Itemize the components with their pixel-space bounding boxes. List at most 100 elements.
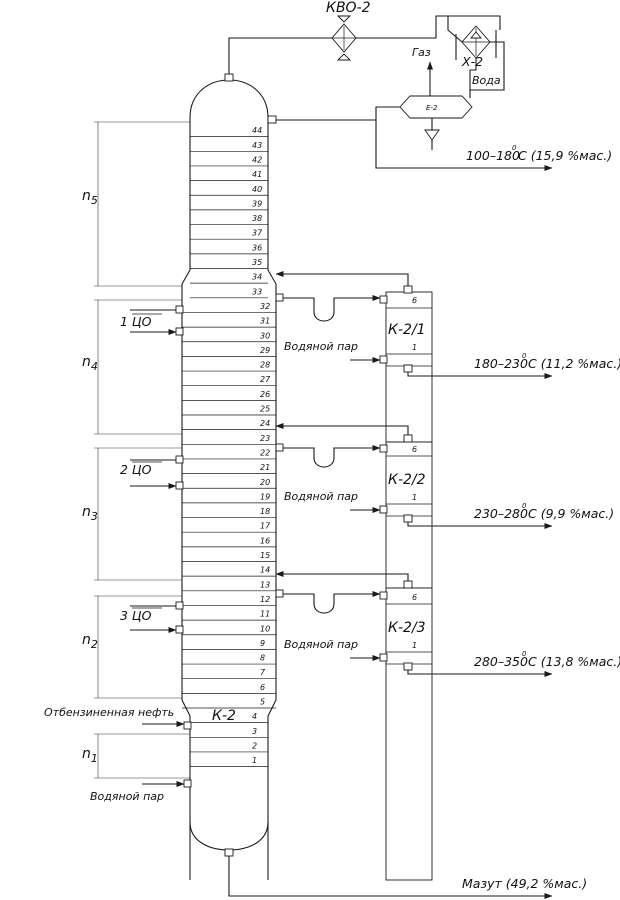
product-3-degree: 0 (522, 650, 527, 658)
tray-number: 19 (260, 492, 270, 501)
product-1-degree: 0 (522, 352, 527, 360)
tray-number: 44 (252, 126, 262, 135)
product-3-range: 280–350 (474, 654, 528, 669)
pumparounds (130, 305, 184, 634)
section-n3-sub: 3 (91, 510, 98, 523)
product-2-unit: С (9,9 %мас.) (528, 506, 614, 521)
feed-label: Отбензиненная нефть (44, 706, 174, 719)
top-product-label: 100–180 0 С (15,9 %мас.) (466, 144, 612, 163)
stripper-k2-3 (379, 580, 433, 881)
steam-label-3: Водяной пар (284, 638, 358, 651)
section-n2-label: n (82, 632, 91, 648)
stripper-steam-inlets (350, 357, 381, 661)
tray-number: 29 (260, 346, 270, 355)
main-column (181, 73, 277, 880)
tray-number: 21 (260, 463, 270, 472)
tray-number: 26 (260, 390, 270, 399)
stripper-k2-2 (379, 434, 433, 589)
section-n5-label: n (82, 188, 91, 204)
svg-text:n3: n3 (82, 504, 98, 523)
stripper-3-label: К-2/3 (388, 620, 426, 636)
tray-number: 17 (260, 522, 271, 531)
stripper-3-top-tray: 6 (412, 593, 417, 602)
tray-number: 39 (252, 199, 262, 208)
stripper-2-label: К-2/2 (388, 472, 426, 488)
residue-label: Мазут (49,2 %мас.) (462, 876, 587, 891)
tray-number: 31 (260, 317, 270, 326)
stripper-1-top-tray: 6 (412, 296, 417, 305)
tray-number: 15 (260, 551, 270, 560)
section-n4-sub: 4 (91, 360, 98, 373)
stripper-k2-1 (379, 285, 433, 443)
tray-number: 13 (260, 580, 270, 589)
steam-label-1: Водяной пар (284, 340, 358, 353)
stripper-2-bottom-tray: 1 (412, 493, 417, 502)
svg-text:n5: n5 (82, 188, 98, 207)
pumparound-1-label: 1 ЦО (120, 314, 152, 329)
tray-number: 14 (260, 566, 270, 575)
stripper-vapor-returns (275, 271, 409, 581)
product-2-degree: 0 (522, 502, 527, 510)
bottom-steam-label: Водяной пар (90, 790, 164, 803)
cooler-label: Х-2 (461, 54, 483, 69)
tray-number: 9 (260, 639, 265, 648)
tray-number: 4 (252, 712, 257, 721)
separator-label: Е-2 (426, 104, 438, 112)
column-trays: 4443424140393837363534333231302928272625… (182, 126, 276, 767)
tray-number: 40 (252, 185, 262, 194)
tray-number: 42 (252, 155, 262, 164)
pumparound-2-label: 2 ЦО (120, 462, 152, 477)
tray-number: 25 (260, 405, 270, 414)
tray-number: 11 (260, 610, 270, 619)
section-n1-sub: 1 (91, 752, 98, 765)
section-n1-label: n (82, 746, 91, 762)
tray-number: 24 (260, 419, 270, 428)
top-product-range: 100–180 (466, 148, 520, 163)
pumparound-3-label: 3 ЦО (120, 608, 152, 623)
side-draws (275, 293, 381, 614)
tray-number: 43 (252, 141, 262, 150)
section-n2-sub: 2 (91, 638, 98, 651)
overhead-system (228, 15, 553, 171)
tray-number: 1 (252, 756, 257, 765)
tray-number: 10 (260, 624, 270, 633)
top-product-degree: 0 (512, 144, 517, 152)
tray-number: 3 (252, 727, 257, 736)
tray-number: 22 (260, 448, 270, 457)
section-n4-label: n (82, 354, 91, 370)
tray-number: 32 (260, 302, 270, 311)
product-3-label: 280–350 0 С (13,8 %мас.) (474, 650, 620, 669)
tray-number: 33 (252, 287, 262, 296)
steam-label-2: Водяной пар (284, 490, 358, 503)
tray-number: 34 (252, 273, 262, 282)
stripper-1-label: К-2/1 (388, 322, 426, 338)
section-n3-label: n (82, 504, 91, 520)
tray-number: 36 (252, 243, 262, 252)
tray-number: 35 (252, 258, 262, 267)
main-column-label: К-2 (212, 708, 236, 724)
product-1-unit: С (11,2 %мас.) (528, 356, 620, 371)
top-product-unit: С (15,9 %мас.) (518, 148, 612, 163)
tray-number: 41 (252, 170, 262, 179)
tray-number: 23 (260, 434, 270, 443)
section-dimensions (94, 121, 190, 779)
tray-number: 37 (252, 229, 263, 238)
tray-number: 38 (252, 214, 262, 223)
tray-number: 20 (260, 478, 270, 487)
svg-text:n2: n2 (82, 632, 98, 651)
tray-number: 18 (260, 507, 270, 516)
tray-number: 16 (260, 536, 270, 545)
tray-number: 8 (260, 654, 265, 663)
product-1-range: 180–230 (474, 356, 528, 371)
svg-text:n4: n4 (82, 354, 98, 373)
tray-number: 5 (260, 698, 265, 707)
water-label: Вода (472, 74, 501, 87)
tray-number: 28 (260, 361, 270, 370)
gas-label: Газ (412, 46, 431, 59)
tray-number: 7 (260, 668, 266, 677)
stripper-1-bottom-tray: 1 (412, 343, 417, 352)
tray-number: 12 (260, 595, 270, 604)
residue-line (228, 856, 553, 899)
tray-number: 2 (252, 741, 257, 750)
